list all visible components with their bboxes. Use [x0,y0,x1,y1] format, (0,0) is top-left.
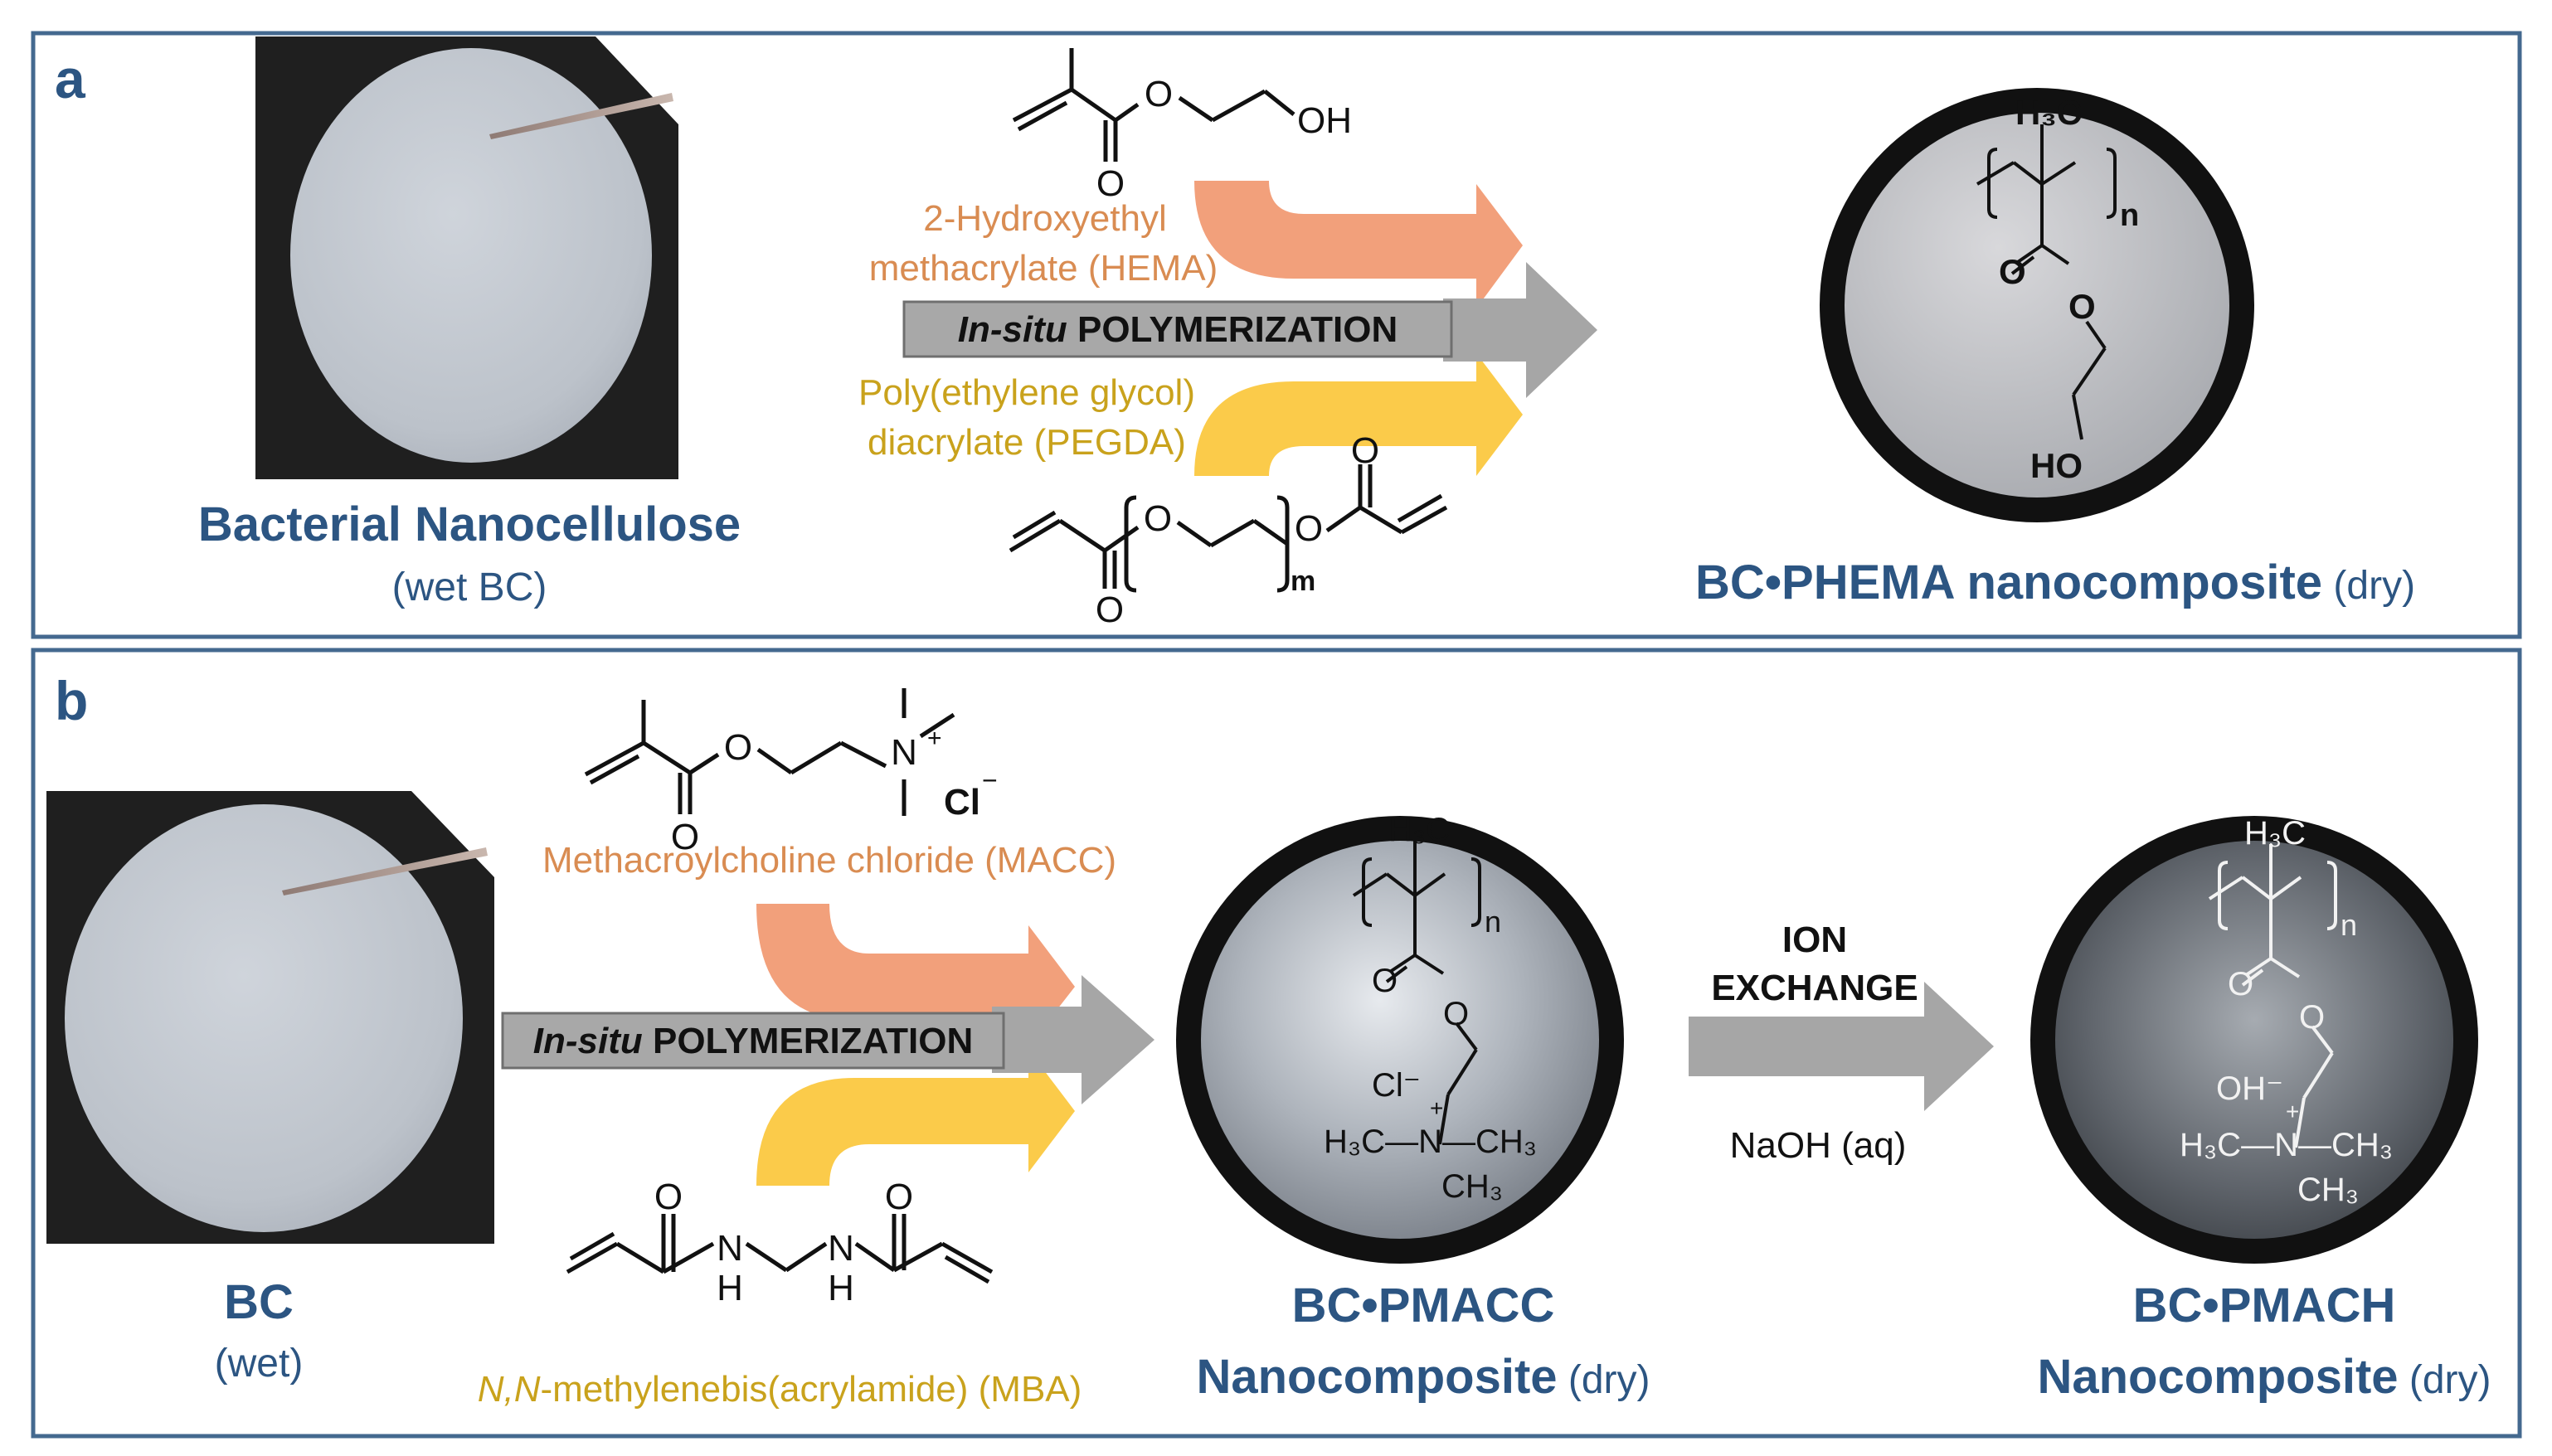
pmacc-n-subscript: n [1485,905,1501,939]
polymerization-bar-b [501,1012,1005,1070]
mba-label: N,N-methylenebis(acrylamide) (MBA) [478,1369,1082,1410]
pmach-h3c: H₃C [2244,815,2306,852]
phema-h3c: H₃C [2015,93,2082,132]
panel-b-frame [31,648,2522,1439]
pegda-o-carbonyl-left: O [1096,590,1124,630]
pmacc-nanocomposite-image [1176,816,1624,1264]
pegda-curved-arrow [1194,353,1523,476]
pegda-label-line1: Poly(ethylene glycol) [858,372,1195,413]
wet-bc-photo [255,36,678,479]
ion-exchange-label-line1: ION [1782,920,1847,960]
polymerization-label-a: In-situ POLYMERIZATION [958,309,1398,350]
panel-a-frame [31,31,2522,639]
pmacc-h3c: H₃C [1388,812,1450,848]
macc-n: N [891,732,917,773]
panel-b-left-title: BC [224,1275,294,1329]
pmach-nanocomposite-image [2030,816,2478,1264]
hema-structure [1012,48,1295,162]
pmach-ch3: CH₃ [2297,1172,2359,1208]
pmacc-structure [1352,841,1481,1145]
hema-curved-arrow [1194,181,1523,308]
hema-label-line1: 2-Hydroxyethyl [923,198,1166,239]
pegda-o-bridge-2: O [1295,508,1323,549]
panel-a-letter: a [55,48,86,109]
hema-oh: OH [1297,100,1352,141]
tweezer-icon [489,93,673,139]
pmach-n-subscript: n [2341,908,2357,942]
pmach-amine: H₃C—N—CH₃ [2180,1127,2393,1163]
pmacc-ch3: CH₃ [1441,1168,1503,1205]
tweezer-icon-b [282,847,488,895]
polymerization-label-b: In-situ POLYMERIZATION [533,1021,973,1061]
pmach-o-ester: O [2299,999,2325,1036]
macc-structure [584,688,955,816]
mba-o2: O [885,1177,913,1217]
pegda-m-subscript: m [1291,565,1315,597]
ion-exchange-reagent: NaOH (aq) [1730,1125,1907,1166]
mba-o1: O [654,1177,683,1217]
pmach-oh: OH⁻ [2216,1070,2283,1107]
pegda-structure [1009,464,1448,593]
wet-bc-photo-b [46,791,494,1244]
panel-a-left-title: Bacterial Nanocellulose [198,497,741,551]
macc-cl: Cl [944,782,980,823]
mba-n2: N [828,1228,854,1269]
pegda-o-bridge-1: O [1144,498,1172,539]
phema-product-title: BC•PHEMA nanocomposite (dry) [1695,556,2415,609]
hema-o-carbonyl: O [1096,163,1125,204]
phema-o-carbonyl: O [1999,252,2026,291]
mba-structure [566,1214,994,1284]
polymerization-arrow-head-a [1443,262,1597,398]
hema-label-line2: methacrylate (HEMA) [869,248,1218,289]
polymerization-arrow-head-b [992,975,1154,1104]
ion-exchange-label-line2: EXCHANGE [1711,968,1918,1008]
hema-o-ester: O [1145,74,1173,114]
panel-b-left-subtitle: (wet) [215,1342,304,1386]
ion-exchange-arrow [1689,982,1994,1111]
pmacc-n-plus: + [1430,1095,1443,1121]
phema-o-ester: O [2068,287,2096,326]
polymerization-bar-a [902,300,1453,358]
pmacc-product-line2: Nanocomposite (dry) [1196,1350,1650,1404]
phema-nanocomposite-image [1820,88,2254,522]
pmach-o-carbonyl: O [2228,966,2253,1002]
pmach-product-line2: Nanocomposite (dry) [2037,1350,2491,1404]
macc-o-ester: O [724,727,752,768]
phema-n-subscript: n [2120,198,2139,233]
pmacc-cl: Cl⁻ [1372,1067,1421,1104]
macc-n-plus: + [927,725,942,752]
pegda-label-line2: diacrylate (PEGDA) [868,422,1186,463]
mba-n1: N [717,1228,743,1269]
phema-ho: HO [2030,446,2083,485]
pmacc-product-title: BC•PMACC [1292,1279,1555,1332]
pmacc-o-ester: O [1443,996,1469,1032]
pmacc-amine: H₃C—N—CH₃ [1324,1124,1537,1160]
macc-label: Methacroylcholine chloride (MACC) [542,840,1116,881]
pmach-n-plus: + [2286,1099,2299,1124]
mba-h2: H [828,1268,854,1308]
phema-structure [1976,124,2117,440]
panel-b-letter: b [55,670,88,731]
pmacc-o-carbonyl: O [1372,963,1398,999]
pmach-product-title: BC•PMACH [2133,1279,2396,1332]
pegda-o-carbonyl-right: O [1351,430,1379,471]
panel-a-left-subtitle: (wet BC) [392,565,547,609]
pmach-structure [2208,844,2337,1148]
macc-o-carbonyl: O [671,817,699,857]
macc-cl-minus: − [982,765,998,795]
mba-curved-arrow [756,1050,1075,1186]
mba-h1: H [717,1268,743,1308]
